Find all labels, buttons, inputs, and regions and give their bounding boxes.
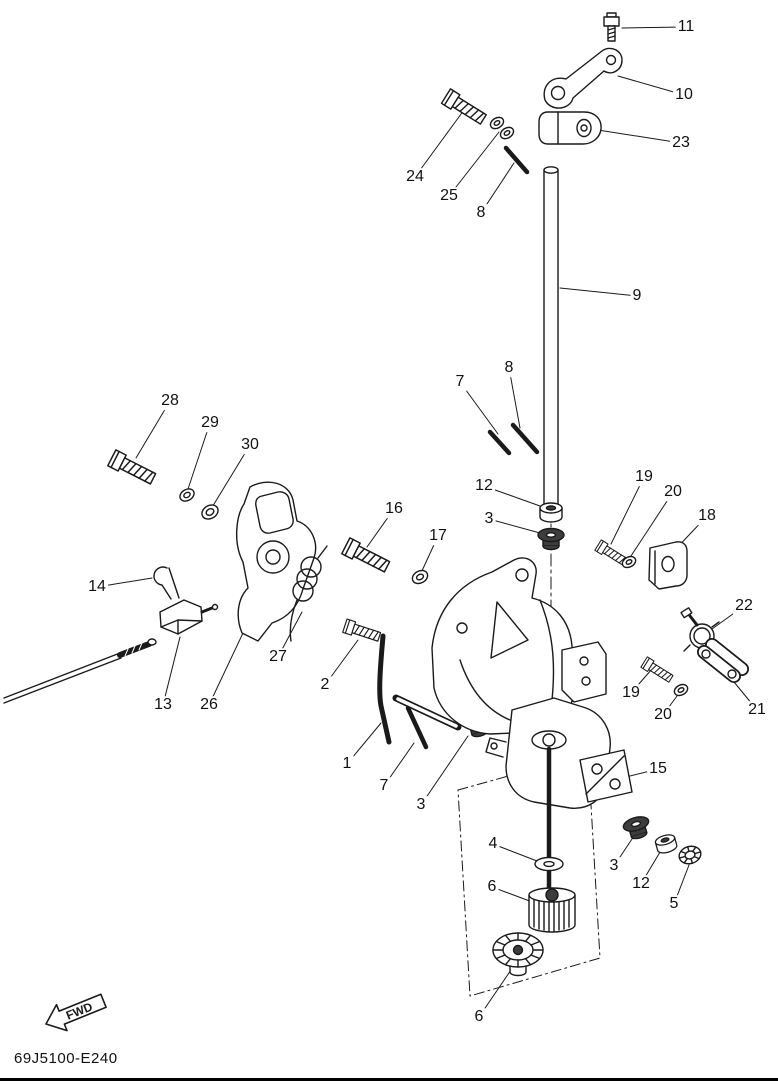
part-callout-6: 6 xyxy=(472,1008,486,1026)
part-6-gear-upper xyxy=(528,887,576,933)
part-callout-28: 28 xyxy=(159,392,181,410)
part-callout-2: 2 xyxy=(318,676,332,694)
part-3-bushing-c xyxy=(621,813,654,843)
part-6-gear-lower xyxy=(492,932,544,977)
part-12-collar-b xyxy=(653,832,679,856)
part-callout-26: 26 xyxy=(198,696,220,714)
page-bottom-rule xyxy=(0,1078,778,1081)
part-callout-20: 20 xyxy=(652,706,674,724)
part-7-pin-mid xyxy=(487,429,512,456)
part-25-washers xyxy=(489,116,515,140)
part-27-spring xyxy=(289,545,328,642)
part-4-washer xyxy=(534,856,564,872)
part-15-bracket xyxy=(485,697,633,809)
part-1-rod xyxy=(377,633,462,745)
part-callout-22: 22 xyxy=(733,597,755,615)
part-callout-21: 21 xyxy=(746,701,768,719)
part-callout-5: 5 xyxy=(667,895,681,913)
part-21-link xyxy=(697,638,749,683)
part-26-lever xyxy=(236,481,317,642)
part-callout-11: 11 xyxy=(675,18,697,36)
part-callout-29: 29 xyxy=(199,414,221,432)
part-callout-7: 7 xyxy=(453,373,467,391)
leader-lines xyxy=(96,26,758,1018)
part-callout-25: 25 xyxy=(438,187,460,205)
part-cable xyxy=(3,638,157,704)
part-callout-3: 3 xyxy=(414,796,428,814)
part-callout-19: 19 xyxy=(633,468,655,486)
part-callout-7: 7 xyxy=(377,777,391,795)
part-callout-9: 9 xyxy=(630,287,644,305)
part-10-lever xyxy=(543,47,623,109)
part-callout-12: 12 xyxy=(473,477,495,495)
part-callout-24: 24 xyxy=(404,168,426,186)
part-callout-6: 6 xyxy=(485,878,499,896)
part-callout-13: 13 xyxy=(152,696,174,714)
part-8-pin-mid xyxy=(510,422,540,455)
fwd-arrow-icon: FWD xyxy=(45,993,107,1032)
part-callout-8: 8 xyxy=(502,359,516,377)
part-30-washer xyxy=(201,504,219,520)
part-24-bolt xyxy=(440,88,489,128)
part-callout-19: 19 xyxy=(620,684,642,702)
part-callout-16: 16 xyxy=(383,500,405,518)
part-18-bracket xyxy=(648,541,688,590)
part-9-rod xyxy=(543,166,559,508)
part-3-bushing-a xyxy=(537,527,565,551)
part-main-bracket xyxy=(431,557,607,735)
part-12-collar-a xyxy=(539,502,563,523)
part-19-bolt-b xyxy=(640,656,675,685)
part-callout-3: 3 xyxy=(607,857,621,875)
part-20-washer-b xyxy=(673,683,689,697)
part-callout-30: 30 xyxy=(239,436,261,454)
fwd-label: FWD xyxy=(64,999,95,1022)
part-29-washer xyxy=(179,488,195,502)
part-callout-23: 23 xyxy=(670,134,692,152)
part-callout-10: 10 xyxy=(673,86,695,104)
part-callout-1: 1 xyxy=(340,755,354,773)
part-callout-20: 20 xyxy=(662,483,684,501)
part-callout-8: 8 xyxy=(474,204,488,222)
part-5-lock-washer xyxy=(678,845,702,865)
part-callout-27: 27 xyxy=(267,648,289,666)
part-11-bolt xyxy=(603,12,620,42)
diagram-code: 69J5100-E240 xyxy=(14,1050,118,1067)
part-callout-3: 3 xyxy=(482,510,496,528)
part-callout-14: 14 xyxy=(86,578,108,596)
part-13-cable-end xyxy=(159,599,219,635)
part-7-pin-low xyxy=(405,705,429,750)
part-callout-15: 15 xyxy=(647,760,669,778)
part-17-washer xyxy=(411,569,429,585)
part-2-bolt xyxy=(342,618,382,645)
part-14-clip xyxy=(153,566,180,600)
part-callout-12: 12 xyxy=(630,875,652,893)
part-callout-17: 17 xyxy=(427,527,449,545)
part-8-pin-top xyxy=(503,145,530,175)
part-callout-4: 4 xyxy=(486,835,500,853)
part-16-bolt xyxy=(341,537,392,576)
part-28-bolt xyxy=(107,449,158,488)
part-callout-18: 18 xyxy=(696,507,718,525)
part-23-joint xyxy=(538,111,602,145)
part-20-washer-a xyxy=(621,555,637,569)
